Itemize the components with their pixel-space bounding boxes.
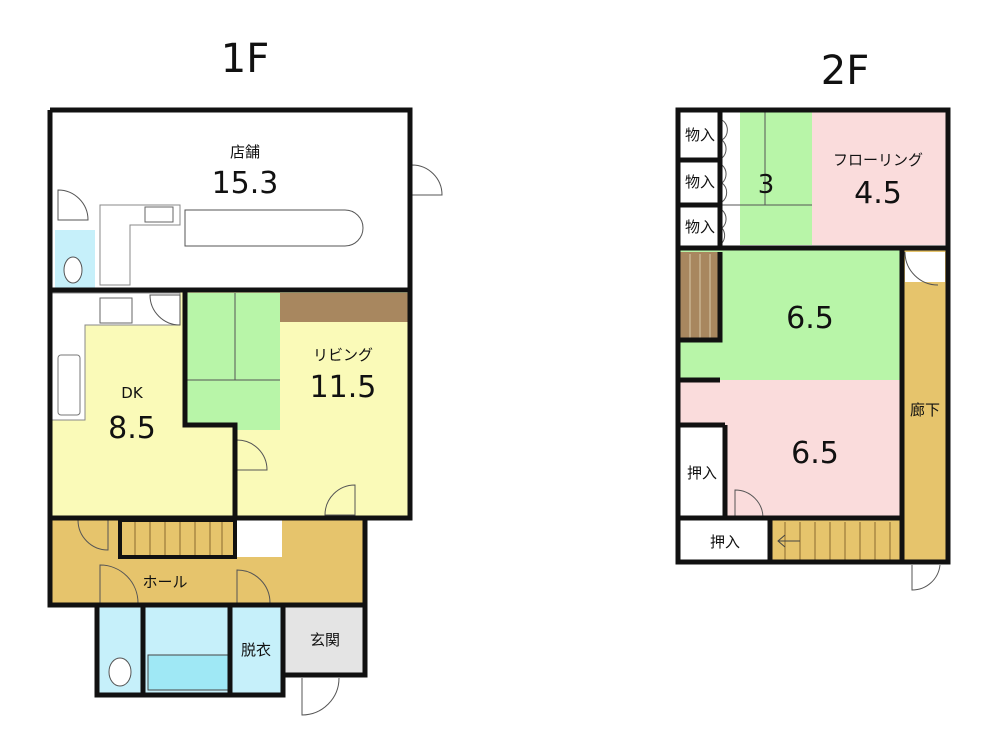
dk-size: 8.5: [108, 411, 156, 446]
store-size: 15.3: [212, 166, 279, 201]
tatami3-size: 3: [758, 170, 775, 200]
floor-1f: 店舗 15.3 DK 8.5 リビング 11.5 ホール 脱衣 玄関: [47, 107, 443, 716]
storage-label: 物入: [685, 173, 715, 191]
counter-island: [184, 209, 364, 247]
entrance-label: 玄関: [310, 631, 340, 649]
door-arc-icon: [911, 564, 941, 591]
floor-title-1f: 1F: [221, 36, 269, 82]
toilet-icon: [63, 256, 83, 284]
flooring-label: フローリング: [833, 151, 923, 169]
store-label: 店舗: [230, 143, 260, 161]
counter: [99, 204, 181, 286]
stairs: [118, 518, 237, 559]
entrance-area: [283, 605, 365, 675]
dk-label: DK: [121, 384, 144, 402]
storage-label: 物入: [685, 126, 715, 144]
closet-label: 押入: [687, 464, 717, 482]
stove-icon: [99, 297, 133, 324]
corridor-area: [902, 250, 948, 562]
hall-label: ホール: [142, 573, 187, 591]
door-arc-icon: [236, 439, 268, 471]
tatami-area: [185, 293, 280, 430]
corridor-label: 廊下: [910, 401, 940, 419]
tatami3-area: [740, 110, 812, 245]
living-size: 11.5: [310, 370, 377, 405]
dressing-label: 脱衣: [241, 641, 271, 659]
room-pink-size: 6.5: [791, 436, 839, 471]
door-arc-icon: [99, 564, 139, 604]
door-arc-icon: [236, 569, 271, 604]
room-green-size: 6.5: [786, 301, 834, 336]
toilet-icon: [108, 657, 132, 687]
storage-label: 物入: [685, 218, 715, 236]
stove-icon: [144, 206, 174, 223]
sink-icon: [57, 354, 81, 416]
flooring-area: [812, 110, 948, 245]
door-arc-icon: [301, 677, 340, 716]
floor-title-2f: 2F: [821, 48, 869, 94]
closet-label: 押入: [710, 533, 740, 551]
wood-floor-strip: [280, 293, 410, 322]
door-arc-icon: [411, 164, 443, 196]
door-arc-icon: [77, 519, 109, 551]
bathtub-icon: [147, 654, 229, 691]
door-arc-icon: [904, 251, 939, 286]
flooring-size: 4.5: [854, 176, 902, 211]
door-arc-icon: [149, 294, 181, 326]
living-label: リビング: [313, 346, 373, 364]
closet-area: [678, 425, 725, 518]
door-arc-icon: [57, 189, 89, 221]
floor-2f: 物入 物入 物入 3 フローリング 4.5 6.5 押入 6.5 押入 廊下: [675, 107, 951, 591]
door-arc-icon: [324, 484, 356, 516]
